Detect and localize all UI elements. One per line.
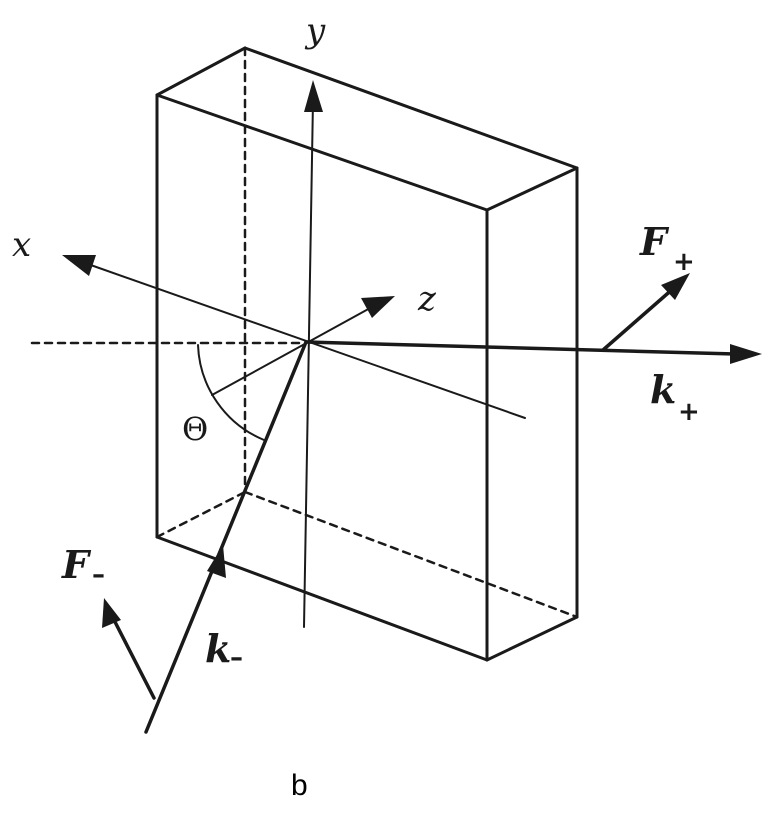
z-axis-label: z: [417, 279, 437, 319]
field-plus-label: F: [639, 219, 670, 264]
slab-hidden-bottom-left: [155, 490, 247, 539]
slab: [155, 46, 579, 662]
field-plus-line: [601, 285, 677, 352]
transmitted-ray-line: [304, 340, 737, 356]
slab-edge-front-top: [155, 93, 489, 212]
field-plus-arrowhead: [661, 273, 690, 300]
x-axis-line: [84, 262, 526, 419]
slab-edge-front-bottom: [155, 535, 489, 662]
y-axis-line: [303, 99, 314, 628]
x-axis-arrowhead: [62, 255, 96, 276]
wave-minus-label: k: [205, 626, 231, 671]
theta-arc: [197, 344, 265, 441]
axes: [30, 80, 526, 628]
y-axis-arrowhead: [304, 80, 323, 112]
z-axis-line: [211, 306, 373, 396]
field-minus-arrowhead: [102, 598, 121, 628]
slab-edge-back-top: [155, 46, 247, 97]
slab-edge-top-right: [485, 166, 579, 212]
wave-plus-label: k: [650, 367, 676, 412]
transmitted-ray-arrowhead: [730, 344, 762, 364]
field-minus-line: [111, 616, 156, 700]
incident-ray-arrowhead: [207, 545, 226, 578]
y-axis-label: y: [304, 11, 326, 51]
slab-edge-top-back: [243, 46, 579, 170]
field-plus-subscript: +: [673, 247, 695, 277]
wave-minus-subscript: –: [230, 643, 243, 673]
incident-ray: [102, 340, 308, 734]
slab-hidden-bottom-back: [243, 490, 579, 619]
field-minus-label: F: [61, 542, 92, 587]
figure-caption: b: [291, 769, 308, 802]
slab-edge-bottom-right: [485, 615, 579, 662]
x-axis-label: x: [12, 225, 31, 265]
z-axis-arrowhead: [361, 296, 395, 318]
theta-label: Θ: [182, 410, 208, 448]
transmitted-ray: [304, 273, 762, 364]
field-minus-subscript: –: [92, 560, 105, 590]
wave-plus-subscript: +: [678, 397, 700, 427]
incident-ray-line: [144, 340, 308, 734]
